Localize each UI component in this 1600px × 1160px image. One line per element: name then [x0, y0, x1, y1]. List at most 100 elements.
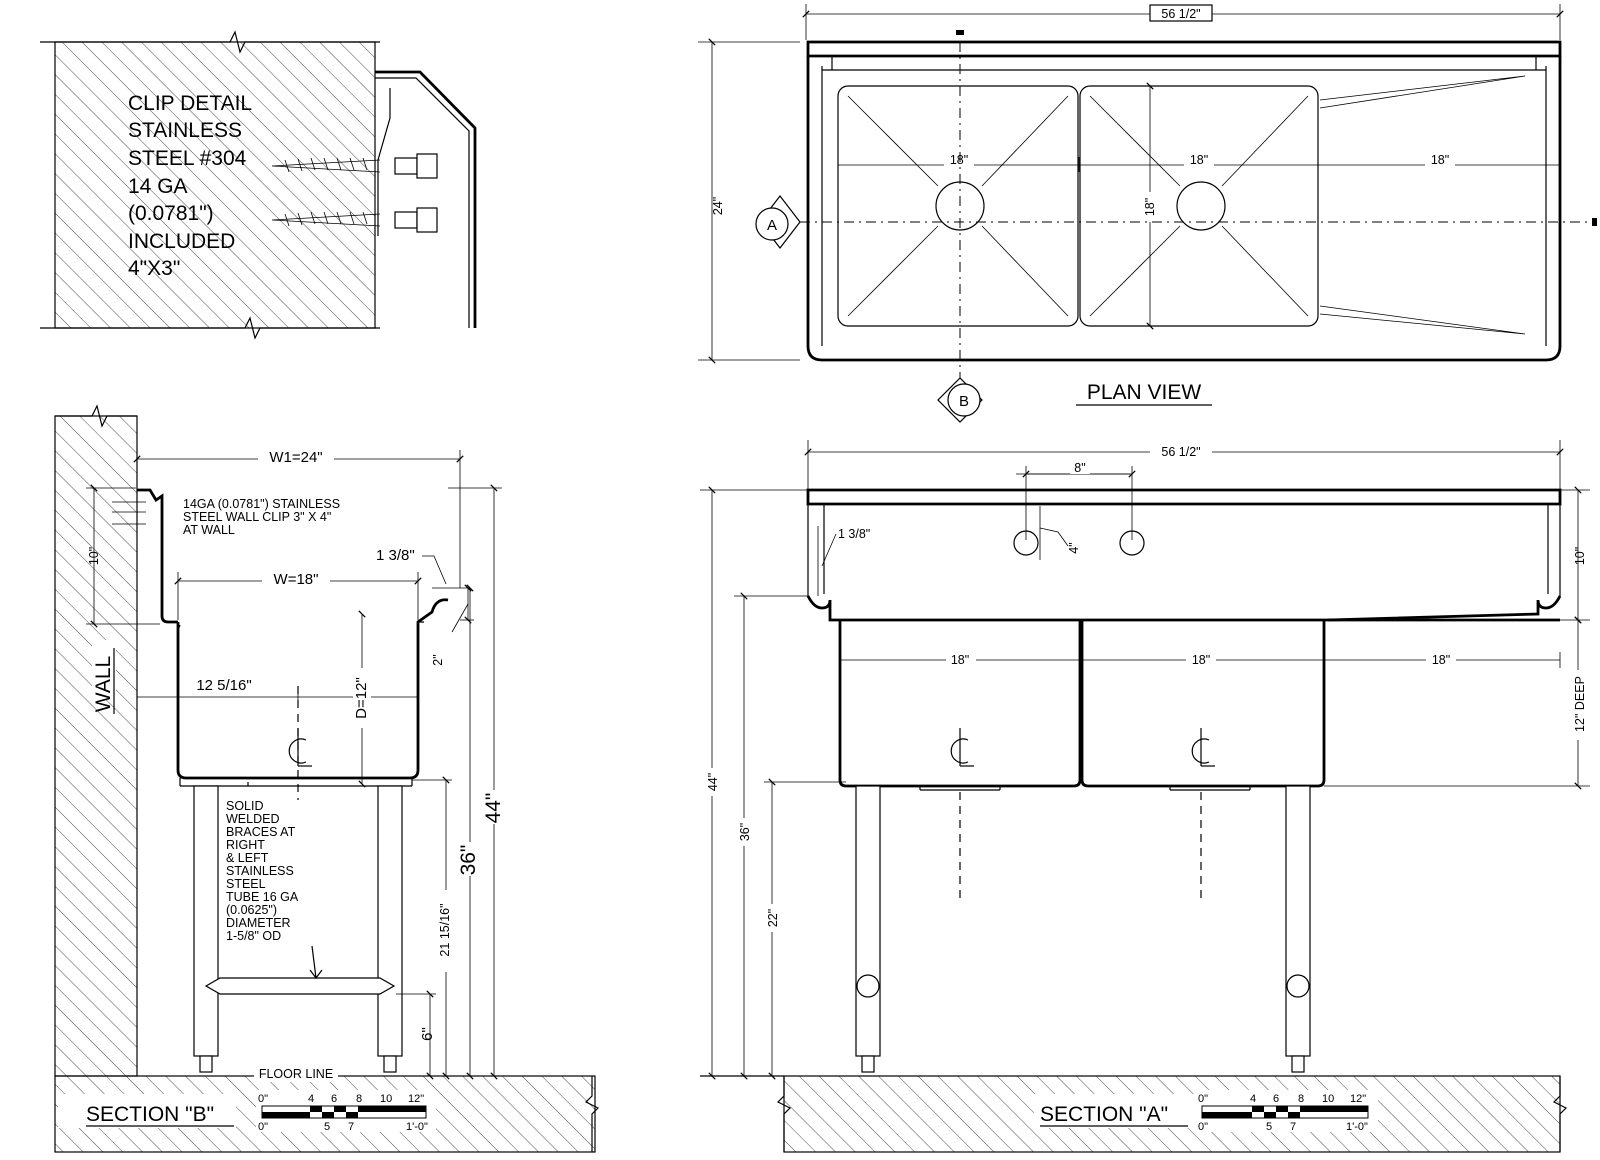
svg-text:5: 5 — [324, 1121, 330, 1133]
brace-note-line: STAINLESS — [226, 864, 294, 878]
section-a-bottom-dim: 22" — [766, 909, 780, 927]
brace-height-dim: 6" — [419, 1027, 436, 1041]
rim-to-floor-dim: 36" — [457, 845, 480, 876]
plan-bowl1-width-dim: 18" — [950, 153, 968, 167]
svg-text:4: 4 — [1250, 1093, 1256, 1105]
svg-text:12": 12" — [408, 1093, 424, 1105]
svg-text:0": 0" — [1198, 1121, 1208, 1133]
plan-view-title: PLAN VIEW — [1087, 381, 1202, 404]
w-dim: W=18" — [274, 571, 319, 588]
section-a-depth-dim: 12" DEEP — [1573, 676, 1587, 732]
clip-note-line: STEEL WALL CLIP 3" X 4" — [183, 510, 331, 524]
section-a-bowl-2 — [1080, 620, 1326, 788]
cross-brace — [204, 977, 396, 995]
svg-text:6: 6 — [1273, 1093, 1279, 1105]
plan-bowl2-width-dim: 18" — [1190, 153, 1208, 167]
section-a-height-dim: 44" — [706, 773, 720, 791]
section-a-overall-width-dim: 56 1/2" — [1161, 445, 1200, 459]
brace-note-line: STEEL — [226, 877, 266, 891]
clip-note-line: STAINLESS — [128, 119, 242, 142]
plan-drainboard-width-dim: 18" — [1431, 153, 1449, 167]
leg-crossrail-circle — [856, 974, 880, 998]
w1-dim: W1=24" — [269, 449, 322, 466]
section-a-scale-bar: 0" 4 6 8 10 12" 0" 5 7 1'-0" — [1196, 1090, 1378, 1133]
sink-top-outline — [806, 40, 1562, 58]
plan-depth-dim: 24" — [711, 197, 725, 215]
section-a-rim-dim: 36" — [738, 823, 752, 841]
svg-text:1'-0": 1'-0" — [406, 1121, 428, 1133]
clip-note-line: AT WALL — [183, 523, 235, 537]
svg-text:7: 7 — [348, 1121, 354, 1133]
svg-text:5: 5 — [1266, 1121, 1272, 1133]
svg-text:1'-0": 1'-0" — [1346, 1121, 1368, 1133]
section-a-marker: A — [755, 195, 801, 249]
brace-note-line: BRACES AT — [226, 825, 296, 839]
section-a-backsplash-dim: 10" — [1573, 547, 1587, 565]
section-b-leg — [193, 785, 219, 1073]
brace-note-line: & LEFT — [226, 851, 269, 865]
brace-note: SOLID WELDED BRACES AT RIGHT & LEFT STAI… — [226, 799, 299, 943]
clip-wall-hatch — [54, 41, 376, 329]
faucet-hole — [1013, 530, 1039, 556]
section-a-centerline — [950, 728, 974, 900]
faucet-hole — [1119, 530, 1145, 556]
svg-text:6: 6 — [331, 1093, 337, 1105]
brace-note-line: RIGHT — [226, 838, 265, 852]
drain-circle — [1176, 181, 1226, 231]
brace-note-line: (0.0625") — [226, 903, 277, 917]
svg-text:7: 7 — [1290, 1121, 1296, 1133]
section-a: SECTION "A" 56 1/2" 8" 4" 1 3/8" — [700, 440, 1590, 1153]
section-a-backsplash — [806, 488, 1562, 506]
section-a-drainboard-dim: 18" — [1432, 653, 1450, 667]
svg-text:8: 8 — [1298, 1093, 1304, 1105]
plan-view: 56 1/2" 24" — [698, 4, 1597, 423]
plan-bowl-1 — [837, 85, 1079, 327]
section-a-lip-dim: 1 3/8" — [838, 527, 870, 541]
section-b: SECTION "B" WALL 14GA (0.0781") STAINLES… — [54, 404, 600, 1153]
leg-crossrail-circle — [1286, 974, 1310, 998]
clip-detail: CLIP DETAIL STAINLESS STEEL #304 14 GA (… — [40, 30, 477, 340]
overall-height-dim: 44" — [482, 793, 505, 824]
wall-label: WALL — [92, 656, 115, 712]
brace-note-line: DIAMETER — [226, 916, 291, 930]
floor-line-label: FLOOR LINE — [259, 1067, 333, 1081]
svg-text:0": 0" — [1198, 1093, 1208, 1105]
faucet-height-dim: 4" — [1067, 542, 1081, 553]
rim-height-dim: 2" — [431, 654, 445, 665]
section-b-wall — [54, 415, 138, 1077]
lip-dim: 1 3/8" — [376, 547, 415, 564]
section-a-leg — [855, 785, 881, 1073]
section-a-centerline — [1191, 728, 1215, 900]
clip-note-line: (0.0781") — [128, 202, 214, 225]
svg-text:0": 0" — [258, 1121, 268, 1133]
section-b-leg — [377, 785, 403, 1073]
svg-text:A: A — [767, 217, 777, 234]
brace-note-line: 1-5/8" OD — [226, 929, 281, 943]
svg-text:8: 8 — [356, 1093, 362, 1105]
plan-bowl-depth-dim: 18" — [1143, 198, 1157, 216]
wall-clip-profile — [375, 70, 477, 328]
clip-note-line: STEEL #304 — [128, 147, 247, 170]
screw-1 — [271, 153, 438, 179]
svg-text:4: 4 — [308, 1093, 314, 1105]
clip-note-line: 4"X3" — [128, 257, 180, 280]
drainboard-groove — [1319, 305, 1526, 335]
clip-note-line: CLIP DETAIL — [128, 92, 252, 115]
brace-note-line: SOLID — [226, 799, 264, 813]
clip-note-line: 14 GA — [128, 175, 188, 198]
section-b-scale-bar: 0" 4 6 8 10 12" 0" 5 7 1'-0" — [256, 1090, 436, 1133]
plan-bowl-2 — [1079, 85, 1319, 327]
section-b-bowl — [176, 598, 449, 780]
section-a-title: SECTION "A" — [1040, 1103, 1168, 1126]
faucet-spacing-dim: 8" — [1074, 461, 1085, 475]
svg-text:12": 12" — [1350, 1093, 1366, 1105]
drainboard-groove — [1319, 75, 1526, 109]
brace-note-line: TUBE 16 GA — [226, 890, 299, 904]
svg-text:10: 10 — [380, 1093, 392, 1105]
section-a-bowl2-width-dim: 18" — [1192, 653, 1210, 667]
bowl-depth-dim: D=12" — [353, 677, 370, 719]
clip-note-line: INCLUDED — [128, 230, 235, 253]
clip-note-line: 14GA (0.0781") STAINLESS — [183, 497, 340, 511]
plan-overall-width-dim: 56 1/2" — [1161, 7, 1200, 21]
